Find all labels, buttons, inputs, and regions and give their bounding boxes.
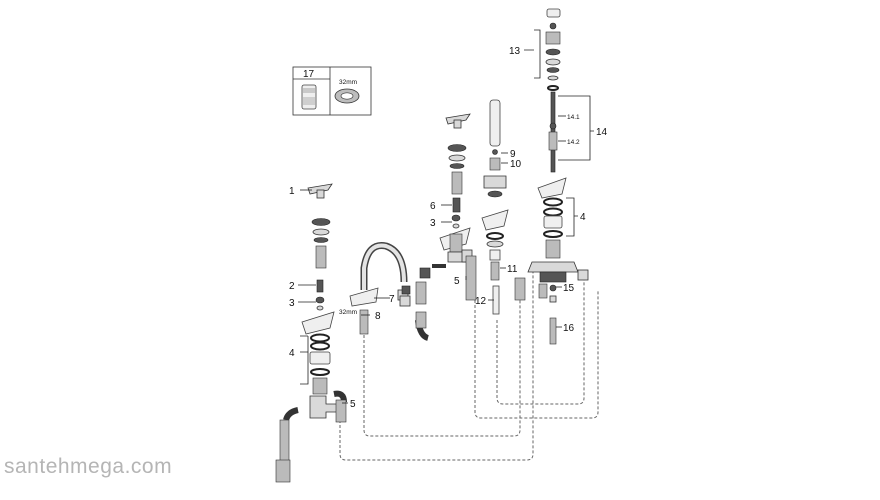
callout-3-left: 3: [289, 298, 295, 309]
grease-tube-icon: [301, 84, 317, 110]
spout-base-plate: [349, 287, 379, 307]
callout-labels: 1 2 3 4 5 6 3 5 7 8 9 10 11 12 13 14 14.…: [289, 46, 608, 410]
washer: [312, 228, 330, 236]
callout-9: 9: [510, 149, 516, 160]
callout-3-center: 3: [430, 218, 436, 229]
callout-14-2: 14.2: [567, 139, 580, 146]
callout-4-right: 4: [580, 212, 586, 223]
left-angle-hose: [275, 407, 299, 483]
callout-10: 10: [510, 159, 522, 170]
legend-box-17: 17 32mm: [292, 66, 372, 116]
center-handle-assembly: [399, 113, 477, 341]
o-ring: [315, 296, 325, 304]
callout-5-left: 5: [350, 399, 356, 410]
watermark-text: santehmega.com: [4, 455, 173, 478]
callout-14: 14: [596, 127, 608, 138]
gasket-ring-icon: [334, 88, 360, 104]
threaded-shank: [312, 377, 328, 395]
callout-8: 8: [375, 311, 381, 322]
legend-box-number: 17: [303, 69, 315, 80]
hose-lines: [339, 260, 599, 461]
o-ring: [310, 368, 330, 376]
callout-11: 11: [507, 264, 518, 275]
diverter-assembly: [514, 8, 589, 345]
hand-shower-assembly: [481, 99, 509, 315]
cross-handle: [307, 183, 333, 199]
spindle: [315, 245, 327, 269]
callout-5-center: 5: [454, 276, 460, 287]
o-ring-small: [316, 305, 324, 311]
spout-hose-fitting: [359, 309, 369, 335]
t-connector: [309, 395, 341, 419]
legend-box-dimension: 32mm: [339, 79, 357, 86]
spout-dimension: 32mm: [339, 309, 357, 316]
left-handle-assembly: [275, 183, 347, 483]
right-angle-hose: [333, 390, 347, 423]
callout-13: 13: [509, 46, 521, 57]
spout-assembly: 32mm: [339, 241, 409, 335]
callout-14-1: 14.1: [567, 114, 580, 121]
escutcheon-plate: [301, 311, 335, 335]
washer: [311, 218, 331, 226]
callout-4-left: 4: [289, 348, 295, 359]
washer: [313, 237, 329, 243]
headpart: [316, 279, 324, 293]
callout-6: 6: [430, 201, 436, 212]
nut: [309, 351, 331, 365]
o-ring: [310, 333, 330, 343]
o-ring: [310, 341, 330, 351]
callout-1: 1: [289, 186, 295, 197]
callout-16: 16: [563, 323, 575, 334]
callout-2: 2: [289, 281, 295, 292]
callout-12: 12: [475, 296, 487, 307]
callout-7: 7: [389, 294, 395, 305]
callout-15: 15: [563, 283, 575, 294]
leader-lines: [298, 29, 594, 404]
